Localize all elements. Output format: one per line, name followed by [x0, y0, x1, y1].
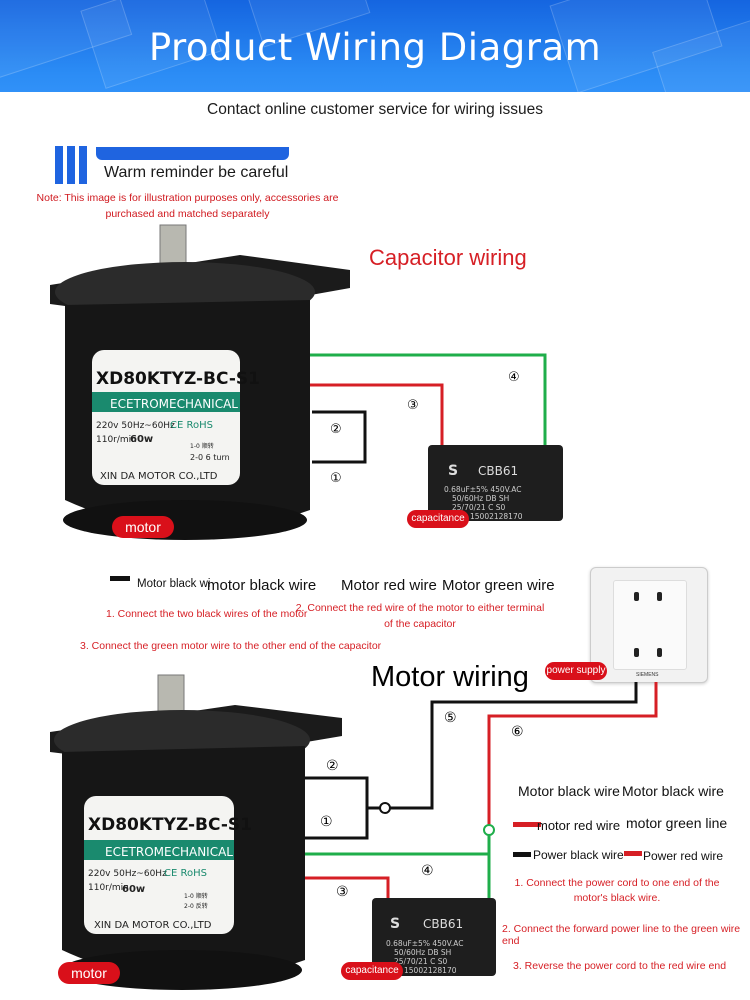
legend-top-item2: motor black wire: [207, 577, 317, 594]
capacitor-wiring-title: Capacitor wiring: [369, 245, 527, 270]
svg-text:S: S: [448, 463, 458, 479]
motor-switch1: 1-0 顺转: [190, 442, 214, 450]
legend-top-item4: Motor green wire: [442, 577, 555, 594]
wire-number-3-bottom: ③: [336, 884, 349, 900]
power-black-wire: [385, 682, 638, 810]
power-supply-tag: power supply: [545, 662, 607, 680]
wire-number-2-bottom: ②: [326, 758, 339, 774]
legend-bottom-item5: Power black wire: [533, 848, 624, 862]
motor-model-text: XD80KTYZ-BC-S1: [88, 815, 252, 835]
svg-text:S: S: [390, 916, 400, 932]
capacitor-image-top: S CBB61 0.68uF±5% 450V.AC 50/60Hz DB SH …: [428, 445, 563, 521]
red-wire-bottom: [305, 876, 390, 898]
capacitor-wiring-diagram: XD80KTYZ-BC-S1 ECETROMECHANICAL 220v 50H…: [50, 224, 563, 540]
wire-number-5-bottom: ⑤: [444, 710, 457, 726]
legend-top-item3: Motor red wire: [341, 577, 437, 594]
legend-top-step2: 2. Connect the red wire of the motor to …: [295, 602, 545, 630]
motor-company: XIN DA MOTOR CO.,LTD: [100, 471, 218, 482]
legend-top-step1: 1. Connect the two black wires of the mo…: [106, 608, 308, 620]
red-wire-top: [310, 383, 444, 445]
legend-top-step3: 3. Connect the green motor wire to the o…: [80, 640, 382, 652]
cap-line1-top: 0.68uF±5% 450V.AC: [444, 485, 521, 494]
reminder-underline: [96, 147, 289, 160]
power-red-swatch: [624, 851, 642, 856]
motor-tag-bottom: motor: [58, 962, 120, 984]
cap-brand-bottom: CBB61: [423, 917, 463, 931]
motor-image-top: XD80KTYZ-BC-S1 ECETROMECHANICAL 220v 50H…: [50, 224, 350, 540]
wire-number-6-bottom: ⑥: [511, 724, 524, 740]
green-junction: [483, 824, 495, 836]
cap-line4-top: 15002128170: [470, 512, 523, 521]
black-wire-swatch: [110, 576, 130, 581]
motor-cert: CE RoHS: [164, 868, 207, 879]
motor-switch2: 2-0 6 turn: [190, 453, 230, 462]
motor-spec1: 220v 50Hz~60Hz: [96, 421, 175, 431]
legend-bottom-item1: Motor black wire: [518, 783, 620, 799]
motor-spec1: 220v 50Hz~60Hz: [88, 869, 167, 879]
black-loop-bottom: [305, 776, 369, 840]
illustration-note: Note: This image is for illustration pur…: [36, 192, 339, 220]
motor-wiring-diagram: XD80KTYZ-BC-S1 ECETROMECHANICAL 220v 50H…: [50, 674, 658, 990]
motor-company: XIN DA MOTOR CO.,LTD: [94, 920, 212, 931]
legend-top-item1: Motor black wire: [137, 578, 211, 590]
capacitance-tag-bottom: capacitance: [341, 962, 403, 980]
green-wire-top: [310, 353, 547, 445]
cap-line1-bottom: 0.68uF±5% 450V.AC: [386, 939, 463, 948]
motor-cert: CE RoHS: [170, 420, 213, 431]
cap-line4-bottom: 15002128170: [404, 966, 457, 975]
wire-number-4-top: ④: [508, 370, 520, 385]
reminder-bars-icon: [55, 146, 91, 189]
page-title: Product Wiring Diagram: [148, 26, 602, 69]
reminder-title: Warm reminder be careful: [104, 164, 289, 181]
cap-line2-bottom: 50/60Hz DB SH: [394, 948, 451, 957]
legend-bottom-step1: 1. Connect the power cord to one end of …: [514, 877, 720, 904]
legend-bottom-item4: motor green line: [626, 815, 728, 831]
wire-number-1-top: ①: [330, 471, 342, 486]
motor-image-bottom: XD80KTYZ-BC-S1 ECETROMECHANICAL 220v 50H…: [50, 674, 342, 990]
capacitance-tag-top: capacitance: [407, 510, 469, 528]
legend-bottom-item2: Motor black wire: [622, 783, 724, 799]
red-wire-swatch: [513, 822, 541, 827]
motor-model-text: XD80KTYZ-BC-S1: [96, 369, 260, 389]
wire-number-3-top: ③: [407, 398, 419, 413]
motor-switch2: 2-0 反转: [184, 902, 208, 910]
motor-power: 60w: [130, 434, 153, 445]
wire-number-4-bottom: ④: [421, 863, 434, 879]
wire-number-2-top: ②: [330, 422, 342, 437]
page-subtitle: Contact online customer service for wiri…: [207, 101, 543, 118]
power-red-wire: [487, 682, 658, 895]
motor-tag-top: motor: [112, 516, 174, 538]
wire-number-1-bottom: ①: [320, 814, 333, 830]
motor-power: 60w: [122, 884, 145, 895]
legend-bottom-step3: 3. Reverse the power cord to the red wir…: [513, 960, 727, 972]
green-wire-bottom: [305, 830, 491, 856]
legend-bottom-item3: motor red wire: [537, 818, 621, 833]
power-black-swatch: [513, 852, 531, 857]
legend-bottom-item6: Power red wire: [643, 849, 724, 863]
black-loop-top: [312, 410, 367, 464]
motor-spec2: 110r/min: [96, 435, 137, 445]
cap-line3-top: 25/70/21 C S0: [452, 503, 505, 512]
legend-bottom-step2: 2. Connect the forward power line to the…: [502, 923, 741, 947]
motor-wiring-title: Motor wiring: [371, 661, 529, 693]
black-junction: [379, 802, 391, 814]
cap-line3-bottom: 25/70/21 C S0: [394, 957, 447, 966]
power-socket-image: SIEMENS: [590, 567, 708, 683]
cap-brand-top: CBB61: [478, 464, 518, 478]
motor-switch1: 1-0 顺转: [184, 892, 208, 900]
cap-line2-top: 50/60Hz DB SH: [452, 494, 509, 503]
socket-brand: SIEMENS: [636, 672, 659, 678]
motor-spec2: 110r/min: [88, 883, 129, 893]
capacitor-image-bottom: S CBB61 0.68uF±5% 450V.AC 50/60Hz DB SH …: [372, 898, 496, 976]
subtitle-strip: [0, 92, 750, 133]
motor-band-text: ECETROMECHANICAL: [105, 845, 233, 859]
motor-band-text: ECETROMECHANICAL: [110, 397, 238, 411]
